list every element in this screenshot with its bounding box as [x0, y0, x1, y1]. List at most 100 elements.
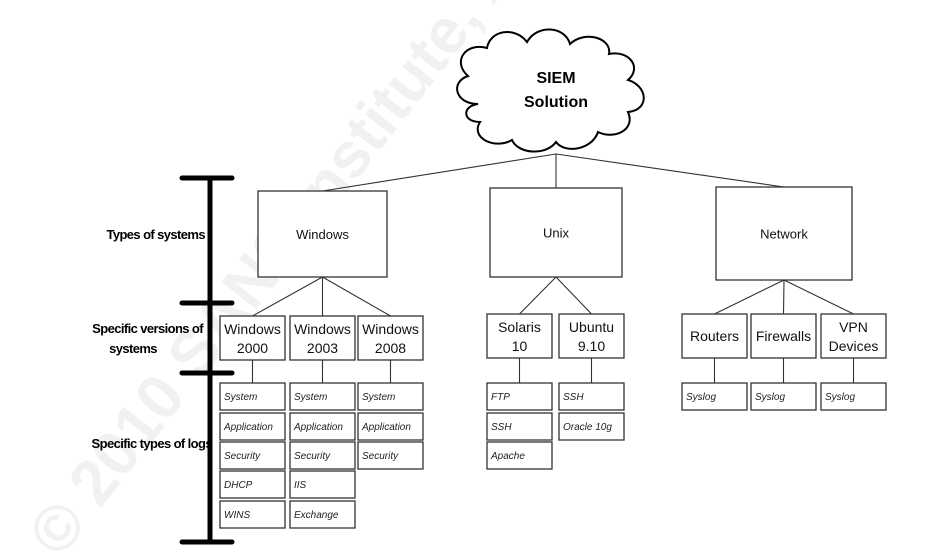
version-box	[357, 315, 424, 361]
connector-line	[555, 153, 785, 188]
connector-line	[555, 276, 592, 315]
log-box	[289, 412, 356, 441]
log-item: Application	[357, 412, 424, 441]
log-item: Security	[219, 441, 286, 470]
log-item: System	[357, 382, 424, 411]
system-box	[257, 190, 388, 278]
log-item: System	[219, 382, 286, 411]
log-label: Syslog	[825, 392, 855, 403]
log-label: Exchange	[294, 510, 339, 521]
connector-line	[783, 279, 854, 315]
system-unix: UnixSolaris10FTPSSHApacheUbuntu9.10SSHOr…	[486, 154, 625, 470]
log-box	[289, 382, 356, 411]
siem-cloud: SIEM Solution	[456, 28, 645, 153]
log-box	[219, 500, 286, 529]
log-item: Syslog	[750, 382, 817, 411]
system-label: Network	[760, 227, 808, 242]
log-item: FTP	[486, 382, 553, 411]
system-windows: WindowsWindows2000SystemApplicationSecur…	[219, 153, 557, 529]
log-label: Application	[293, 422, 343, 433]
version-label-line1: Windows	[224, 321, 281, 337]
log-label: Security	[362, 451, 399, 462]
version-label-line2: Devices	[829, 338, 879, 354]
log-box	[357, 441, 424, 470]
log-label: Apache	[490, 451, 525, 462]
version-node: Windows 2000SystemApplicationSecurityDHCP…	[219, 276, 323, 529]
log-box	[289, 500, 356, 529]
version-box	[750, 313, 817, 359]
version-label-line2: 9.10	[578, 338, 605, 354]
log-box	[486, 382, 553, 411]
log-box	[289, 470, 356, 499]
connector-line	[252, 276, 323, 317]
version-label-line2: 2000	[237, 340, 268, 356]
log-item: Syslog	[681, 382, 748, 411]
log-item: DHCP	[219, 470, 286, 499]
version-box	[558, 313, 625, 359]
log-box	[750, 382, 817, 411]
version-box	[681, 313, 748, 359]
log-item: System	[289, 382, 356, 411]
version-box	[219, 315, 286, 361]
log-box	[486, 412, 553, 441]
log-label: Security	[294, 451, 331, 462]
log-label: Application	[223, 422, 273, 433]
connector-line	[322, 153, 557, 192]
log-label: SSH	[491, 422, 512, 433]
log-box	[357, 412, 424, 441]
log-item: Syslog	[820, 382, 887, 411]
level-scale: Types of systems Specific versions of sy…	[92, 175, 235, 545]
log-label: System	[294, 392, 327, 403]
system-label: Windows	[296, 227, 349, 242]
version-label-line1: VPN	[839, 319, 868, 335]
system-box	[715, 186, 853, 281]
log-item: Exchange	[289, 500, 356, 529]
log-box	[681, 382, 748, 411]
log-item: Application	[219, 412, 286, 441]
log-label: Syslog	[755, 392, 785, 403]
version-label-line1: Windows	[294, 321, 351, 337]
log-box	[289, 441, 356, 470]
log-item: Apache	[486, 441, 553, 470]
system-box	[489, 187, 623, 278]
version-label-line2: 2008	[375, 340, 406, 356]
log-item: Oracle 10g	[558, 412, 625, 441]
level-label-logs: Specific types of logs	[92, 436, 213, 451]
version-label-line1: Ubuntu	[569, 319, 614, 335]
log-item: WINS	[219, 500, 286, 529]
version-label-line1: Windows	[362, 321, 419, 337]
level-label-types: Types of systems	[106, 227, 205, 242]
log-label: Oracle 10g	[563, 422, 612, 433]
log-item: Application	[289, 412, 356, 441]
connector-line	[519, 276, 557, 315]
log-label: Syslog	[686, 392, 716, 403]
log-label: System	[362, 392, 395, 403]
log-label: System	[224, 392, 257, 403]
log-label: IIS	[294, 480, 307, 491]
log-label: Application	[361, 422, 411, 433]
log-item: IIS	[289, 470, 356, 499]
log-item: SSH	[558, 382, 625, 411]
version-box	[486, 313, 553, 359]
level-label-versions-2: systems	[109, 341, 157, 356]
connector-line	[322, 276, 391, 317]
log-label: SSH	[563, 392, 584, 403]
log-label: DHCP	[224, 480, 253, 491]
version-label: Firewalls	[756, 328, 811, 344]
cloud-shape	[456, 28, 645, 153]
log-box	[820, 382, 887, 411]
level-label-versions-1: Specific versions of	[92, 321, 204, 336]
version-label-line1: Solaris	[498, 319, 541, 335]
version-label-line2: 2003	[307, 340, 338, 356]
version-label-line2: 10	[512, 338, 528, 354]
log-box	[219, 441, 286, 470]
